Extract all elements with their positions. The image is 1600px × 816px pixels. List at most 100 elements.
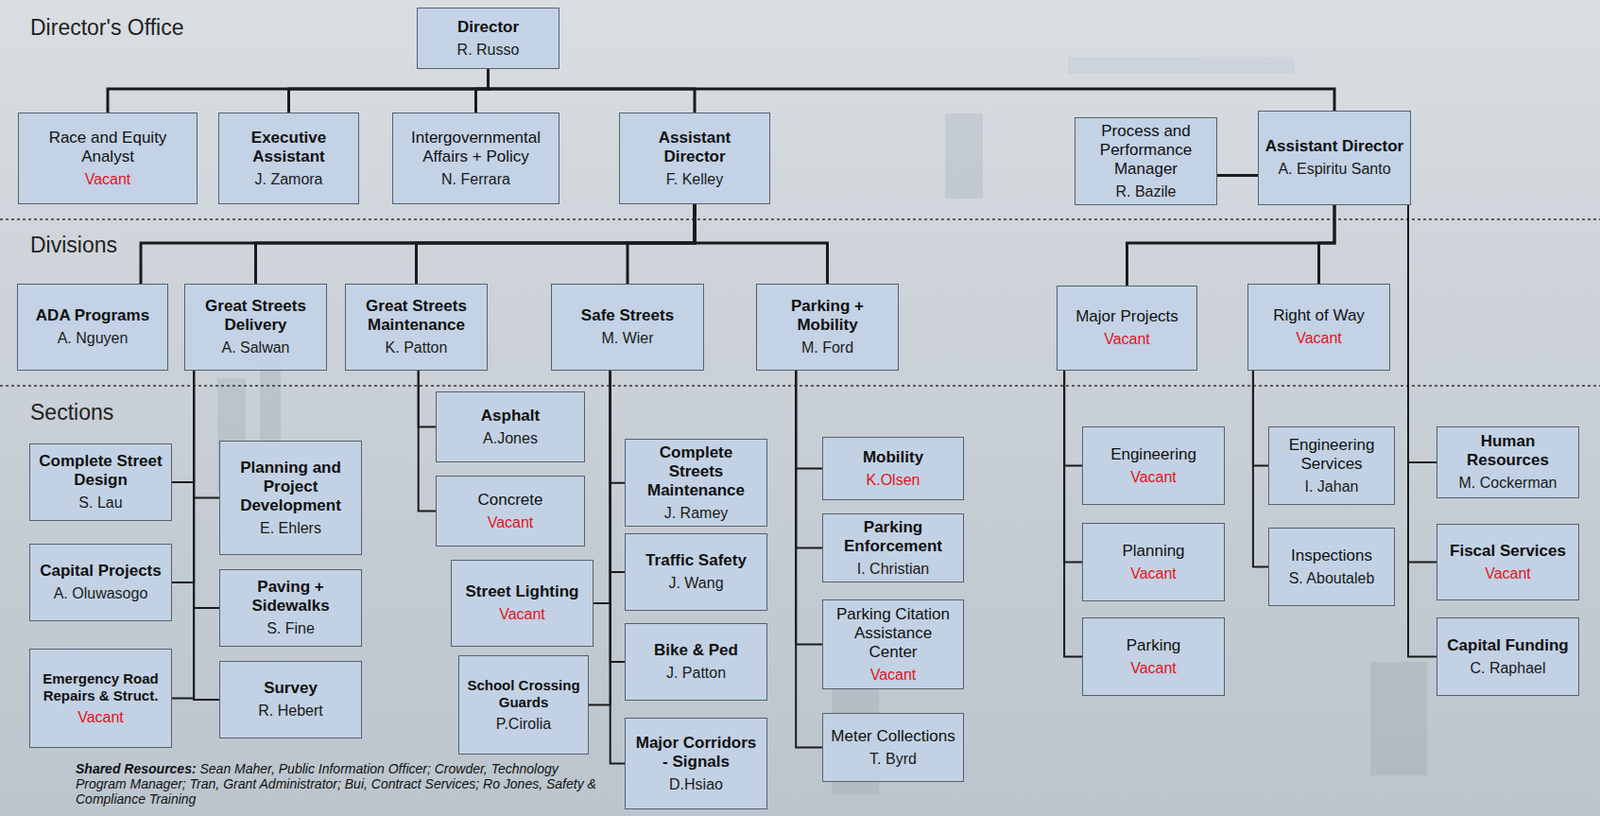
unit-title: Traffic Safety: [645, 550, 747, 570]
staff-name: K.Olsen: [866, 470, 921, 489]
staff-name: M. Cockerman: [1458, 473, 1557, 492]
org-box: Complete Street Design S. Lau: [29, 443, 173, 521]
section-divider: [0, 384, 1600, 387]
unit-title: Parking + Mobility: [762, 296, 893, 335]
reporting-line: [172, 370, 194, 583]
unit-title: Engineering Services: [1274, 435, 1389, 474]
org-box: Fiscal ServicesVacant: [1436, 523, 1580, 601]
unit-title: Director: [457, 17, 519, 37]
reporting-line: [1408, 205, 1437, 463]
staff-name: S. Fine: [266, 619, 315, 637]
org-box: Emergency Road Repairs & Struct.Vacant: [29, 648, 173, 748]
staff-name: Vacant: [487, 513, 534, 532]
staff-name: S. Aboutaleb: [1289, 568, 1376, 587]
reporting-line: [795, 370, 823, 549]
staff-name: R. Russo: [457, 40, 520, 59]
unit-title: Intergovernmental Affairs + Policy: [398, 128, 553, 167]
staff-name: J. Ramey: [664, 503, 729, 522]
reporting-line: [1217, 173, 1258, 177]
unit-title: Great Streets Delivery: [190, 296, 321, 335]
unit-title: Fiscal Services: [1449, 541, 1566, 561]
unit-title: Parking: [1126, 636, 1182, 655]
unit-title: ADA Programs: [35, 306, 150, 326]
staff-name: A. Salwan: [221, 338, 290, 357]
org-box: Safe StreetsM. Wier: [550, 283, 705, 371]
staff-name: Vacant: [1295, 328, 1342, 347]
tier-label: Sections: [30, 399, 114, 427]
staff-name: J. Wang: [668, 573, 723, 592]
unit-title: Parking Citation Assistance Center: [828, 604, 958, 662]
org-box: EngineeringVacant: [1082, 426, 1225, 505]
staff-name: K. Patton: [385, 338, 448, 357]
section-divider: [0, 218, 1600, 221]
unit-title: Planning and Project Development: [225, 458, 356, 516]
org-box: Right of WayVacant: [1247, 283, 1391, 371]
org-box: ConcreteVacant: [435, 475, 585, 547]
unit-title: Major Corridors - Signals: [631, 733, 761, 772]
unit-title: Complete Street Design: [35, 451, 166, 490]
shared-resources-note: Shared Resources: Sean Maher, Public Inf…: [75, 760, 606, 807]
staff-name: M. Ford: [801, 338, 854, 357]
org-box: Major Corridors - SignalsD.Hsiao: [624, 717, 768, 809]
reporting-line: [1253, 370, 1269, 466]
reporting-line: [1127, 205, 1336, 286]
unit-title: Survey: [263, 678, 318, 698]
staff-name: N. Ferrara: [441, 170, 511, 189]
reporting-line: [795, 370, 823, 748]
reporting-line: [1064, 370, 1083, 657]
reporting-line: [289, 68, 489, 113]
org-box: Human ResourcesM. Cockerman: [1436, 426, 1580, 499]
reporting-line: [610, 370, 625, 572]
org-box: Capital FundingC. Raphael: [1436, 617, 1580, 696]
org-box: ADA Programs A. Nguyen: [17, 283, 169, 371]
reporting-line: [172, 370, 194, 482]
reporting-line: [488, 68, 1336, 111]
org-box: Meter Collections T. Byrd: [822, 712, 964, 782]
reporting-line: [172, 370, 194, 699]
org-box: Engineering Services I. Jahan: [1268, 426, 1395, 505]
reporting-line: [476, 68, 489, 113]
staff-name: C. Raphael: [1469, 658, 1546, 677]
unit-title: Inspections: [1290, 546, 1373, 566]
staff-name: F. Kelley: [666, 170, 723, 189]
tier-label: Director's Office: [30, 15, 184, 42]
unit-title: Emergency Road Repairs & Struct.: [35, 670, 166, 704]
staff-name: I. Christian: [857, 559, 930, 578]
unit-title: Executive Assistant: [224, 128, 353, 167]
reporting-line: [588, 370, 611, 706]
org-box: Executive Assistant J. Zamora: [218, 112, 360, 205]
staff-name: I. Jahan: [1305, 477, 1360, 496]
reporting-line: [418, 370, 436, 428]
unit-title: Race and Equity Analyst: [24, 128, 191, 167]
reporting-line: [418, 370, 436, 512]
staff-name: T. Byrd: [869, 749, 917, 768]
reporting-line: [1253, 370, 1269, 568]
reporting-line: [416, 204, 696, 284]
reporting-line: [627, 204, 695, 284]
reporting-line: [795, 370, 823, 469]
staff-name: A. Oluwasogo: [53, 584, 149, 603]
staff-name: A. Nguyen: [57, 328, 129, 347]
org-box: Director R. Russo: [416, 7, 560, 69]
staff-name: E. Ehlers: [259, 518, 322, 537]
unit-title: School Crossing Guards: [464, 676, 583, 710]
org-box: AsphaltA.Jones: [435, 391, 585, 463]
unit-title: Engineering: [1110, 445, 1197, 465]
tier-label: Divisions: [30, 232, 118, 259]
staff-name: J. Patton: [666, 663, 726, 682]
org-box: Street LightingVacant: [450, 559, 594, 647]
org-box: Paving + SidewalksS. Fine: [219, 568, 362, 647]
unit-title: Capital Projects: [39, 561, 162, 581]
unit-title: Great Streets Maintenance: [351, 296, 482, 335]
staff-name: S. Lau: [78, 493, 122, 512]
reporting-line: [193, 370, 220, 608]
unit-title: Process and Performance Manager: [1081, 121, 1211, 179]
unit-title: Meter Collections: [830, 726, 955, 746]
staff-name: R. Hebert: [258, 701, 323, 720]
reporting-line: [140, 204, 695, 284]
reporting-line: [1408, 205, 1437, 657]
staff-name: J. Zamora: [254, 170, 323, 189]
staff-name: M. Wier: [601, 328, 654, 347]
unit-title: Asphalt: [481, 406, 540, 426]
unit-title: Complete Streets Maintenance: [631, 443, 761, 500]
